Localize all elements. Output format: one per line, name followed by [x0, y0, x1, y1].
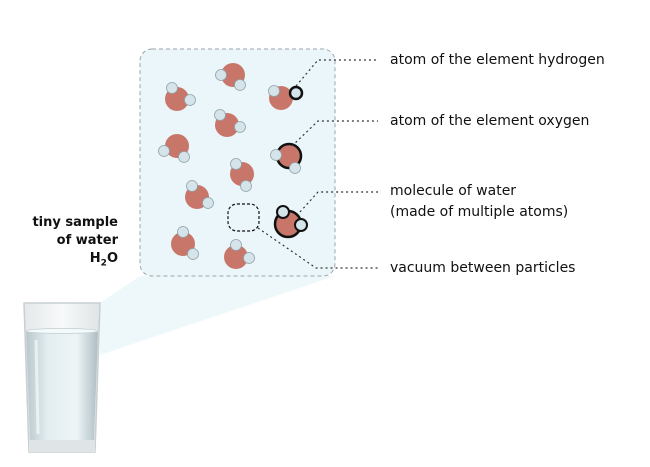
sample-caption-line1: tiny sample — [32, 215, 118, 230]
molecule-sublabel: (made of multiple atoms) — [390, 204, 569, 220]
water-glass — [23, 302, 101, 453]
water-molecule — [165, 82, 196, 111]
vacuum-leader — [257, 227, 378, 269]
sample-caption-line2: of water — [56, 233, 118, 248]
water-molecule — [185, 180, 214, 209]
hydrogen-label: atom of the element hydrogen — [390, 52, 605, 68]
water-molecule — [230, 158, 254, 192]
water-molecule — [171, 226, 199, 260]
water-molecule — [215, 63, 246, 91]
molecule-leader — [299, 191, 378, 213]
vacuum-label: vacuum between particles — [390, 260, 576, 276]
water-formula: H2O — [89, 251, 118, 269]
water-molecule — [270, 142, 303, 174]
water-molecule — [158, 134, 190, 163]
oxygen-leader — [291, 120, 378, 147]
water-molecule — [268, 85, 304, 110]
hydrogen-leader — [295, 59, 378, 87]
zoom-beam — [100, 276, 335, 355]
water-molecule — [273, 205, 308, 239]
molecule-label: molecule of water — [390, 183, 517, 199]
sample-caption: tiny sample of water H2O — [10, 214, 118, 273]
water-molecules — [158, 63, 308, 269]
oxygen-label: atom of the element oxygen — [390, 113, 590, 129]
water-molecule — [214, 109, 246, 137]
leader-lines — [257, 59, 378, 269]
water-molecule — [224, 239, 255, 269]
vacuum-marker — [227, 203, 260, 232]
water-in-glass — [26, 331, 98, 440]
